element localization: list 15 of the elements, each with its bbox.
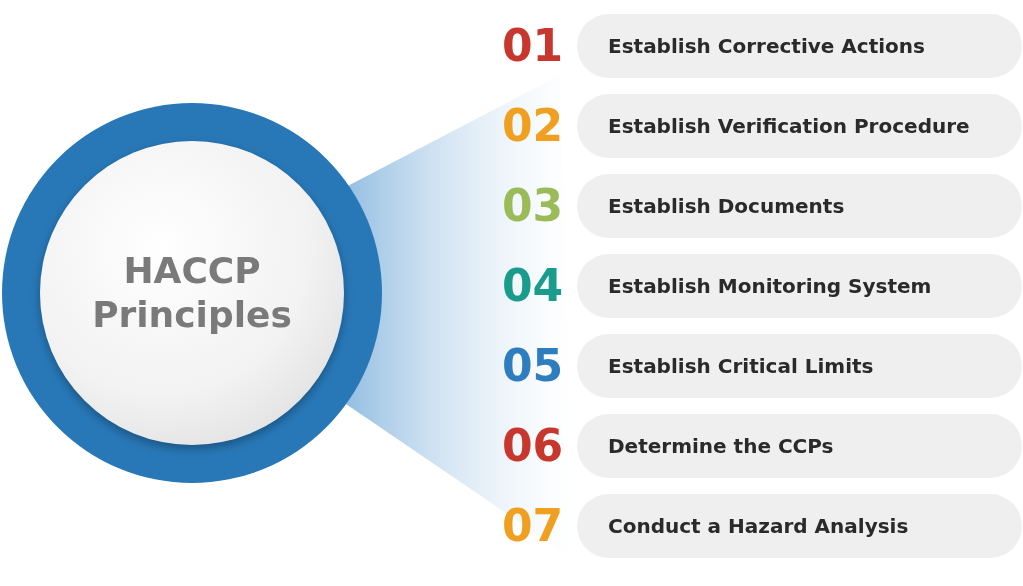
step-label: Establish Documents [577, 174, 1022, 238]
step-number: 04 [502, 260, 564, 312]
step-label: Establish Corrective Actions [577, 14, 1022, 78]
step-label: Establish Critical Limits [577, 334, 1022, 398]
step-number: 06 [502, 420, 564, 472]
step-number: 02 [502, 100, 564, 152]
step-number: 03 [502, 180, 564, 232]
step-label: Determine the CCPs [577, 414, 1022, 478]
step-label: Establish Verification Procedure [577, 94, 1022, 158]
step-label: Establish Monitoring System [577, 254, 1022, 318]
step-number: 01 [502, 20, 564, 72]
step-number: 05 [502, 340, 564, 392]
step-label: Conduct a Hazard Analysis [577, 494, 1022, 558]
step-number: 07 [502, 500, 564, 552]
title-text: HACCP Principles [92, 249, 292, 337]
